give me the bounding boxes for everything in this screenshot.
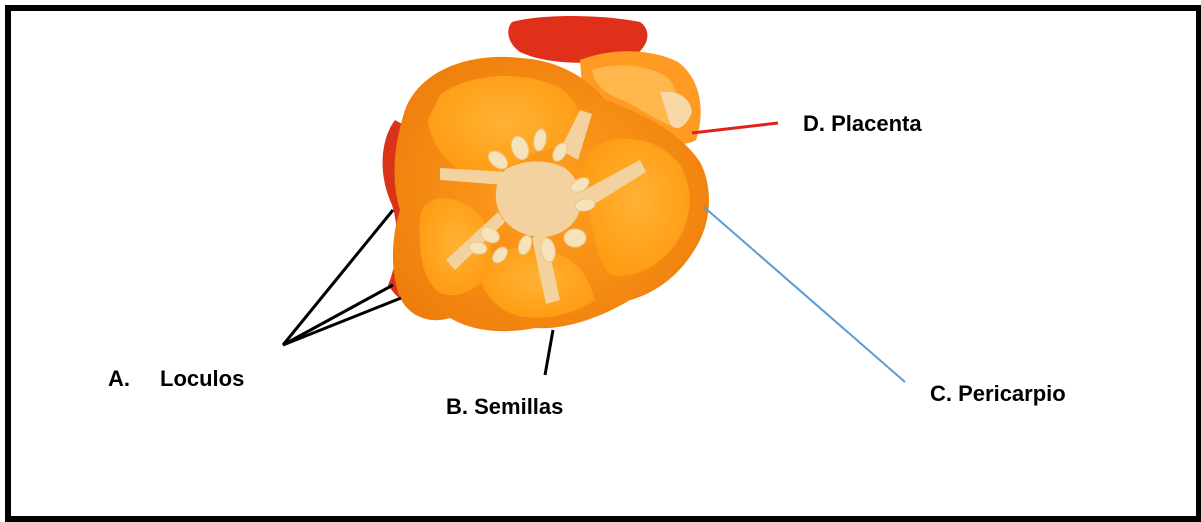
pointer-line-pericarpio [704, 207, 905, 382]
label-pericarpio: C. Pericarpio [930, 381, 1066, 407]
pointer-line-locule-2 [283, 285, 393, 345]
label-semillas: B. Semillas [446, 394, 563, 420]
pointer-line-locule-1 [283, 210, 393, 345]
label-placenta: D. Placenta [803, 111, 922, 137]
label-loculos-letter: A. [108, 366, 160, 392]
label-loculos-text: Loculos [160, 366, 244, 391]
pointer-line-semillas [545, 330, 553, 375]
pointer-line-placenta [692, 123, 778, 133]
label-loculos: A.Loculos [108, 366, 244, 392]
